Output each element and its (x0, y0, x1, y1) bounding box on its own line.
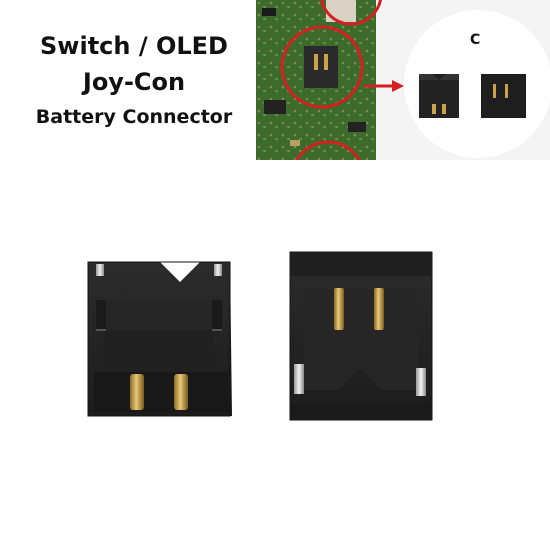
pcb-inset-photo: C (256, 0, 550, 160)
zoom-bubble (404, 10, 550, 158)
connector-right (289, 251, 433, 421)
arrow-right-icon (392, 80, 404, 92)
connector-small-front (419, 74, 459, 118)
highlight-circle-connector (280, 25, 364, 109)
connector-left (87, 261, 232, 417)
product-title-line-2: Joy-Con (82, 68, 186, 96)
product-title-line-3: Battery Connector (35, 106, 233, 128)
connector-small-back (481, 74, 526, 118)
product-title-line-1: Switch / OLED (40, 32, 228, 60)
zoom-label: C (470, 32, 480, 48)
